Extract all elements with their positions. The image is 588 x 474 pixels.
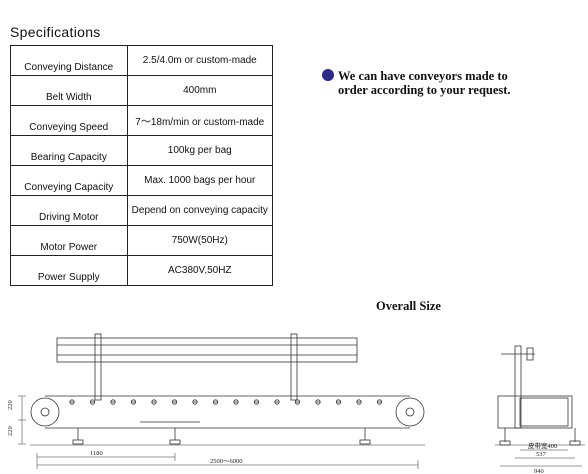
- spec-value: Max. 1000 bags per hour: [126, 165, 274, 196]
- tail-pulley-axle: [405, 407, 415, 417]
- spec-value: 2.5/4.0m or custom-made: [126, 45, 274, 76]
- spec-label: Conveying Speed: [10, 105, 128, 136]
- support-post: [290, 333, 298, 401]
- head-pulley-axle: [40, 407, 50, 417]
- foot: [72, 439, 84, 445]
- spec-value: AC380V,50HZ: [126, 255, 274, 286]
- conveyor-technical-drawing: 220 220 1180 2500～6000 皮带宽400 537 940: [7, 333, 585, 474]
- spec-label: Conveying Distance: [10, 45, 128, 76]
- note-line-1: We can have conveyors made to: [338, 69, 508, 83]
- end-view-frame: [497, 395, 573, 429]
- spec-label: Motor Power: [10, 225, 128, 256]
- spec-label: Bearing Capacity: [10, 135, 128, 166]
- support-post: [94, 333, 102, 401]
- spec-label: Power Supply: [10, 255, 128, 286]
- specifications-title: Specifications: [10, 24, 101, 40]
- spec-label: Belt Width: [10, 75, 128, 106]
- foot: [169, 439, 181, 445]
- end-view-belt: [519, 397, 569, 427]
- outer-width-label: 940: [534, 468, 544, 474]
- belt-width-label: 皮带宽400: [528, 441, 557, 450]
- height-upper-label: 220: [7, 400, 14, 410]
- top-rail-frame: [56, 337, 358, 363]
- foot: [359, 439, 371, 445]
- head-pulley: [30, 397, 60, 427]
- end-view-clamp: [526, 347, 534, 361]
- spec-label: Conveying Capacity: [10, 165, 128, 196]
- tail-pulley: [395, 397, 425, 427]
- height-lower-label: 220: [7, 426, 14, 436]
- spec-value: Depend on conveying capacity: [126, 195, 274, 226]
- note-line-2: order according to your request.: [338, 83, 511, 97]
- spec-value: 400mm: [126, 75, 274, 106]
- bullet-icon: [322, 69, 334, 81]
- spec-value: 750W(50Hz): [126, 225, 274, 256]
- spec-label: Driving Motor: [10, 195, 128, 226]
- overall-size-title: Overall Size: [376, 299, 441, 313]
- spec-value: 7～18m/min or custom-made: [126, 105, 274, 136]
- length-label: 2500～6000: [210, 458, 243, 465]
- spec-value: 100kg per bag: [126, 135, 274, 166]
- inner-width-label: 537: [536, 451, 547, 458]
- span-label: 1180: [90, 450, 103, 457]
- custom-order-note: We can have conveyors made to order acco…: [322, 69, 562, 97]
